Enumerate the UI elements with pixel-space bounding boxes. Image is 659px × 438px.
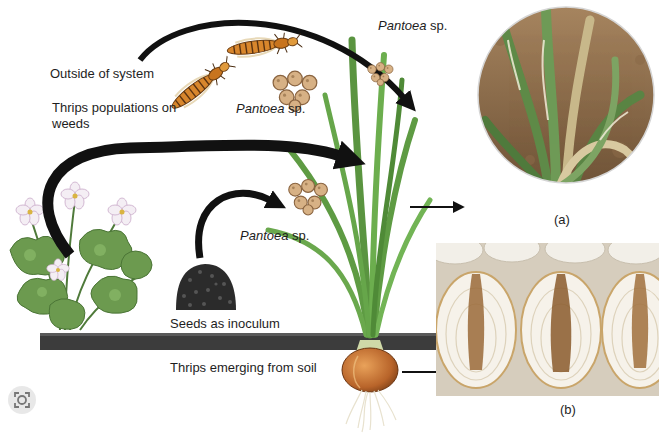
source-label: Thrips emerging from soil: [170, 360, 317, 376]
bacteria-cluster: [368, 63, 393, 86]
leaf-symptom-photo: [470, 0, 659, 190]
panel-letter: (a): [554, 212, 570, 228]
cycle-arrows: [48, 23, 462, 372]
panel-letter: (b): [560, 402, 576, 418]
lens-watermark: [8, 386, 36, 414]
thrips-insect: [166, 53, 237, 115]
pathogen-label: Pantoea sp.: [378, 18, 447, 34]
pathogen-label: Pantoea sp.: [240, 228, 309, 244]
source-label: Thrips populations on weeds: [52, 100, 182, 132]
thrips-insect: [226, 31, 303, 61]
source-label: Seeds as inoculum: [170, 316, 280, 332]
bacteria-cluster: [289, 180, 328, 215]
bulb-symptom-photo: [436, 243, 659, 396]
source-label: Outside of system: [50, 66, 154, 82]
weed-plant: [10, 182, 152, 330]
seed-pile: [176, 264, 236, 310]
pathogen-label: Pantoea sp.: [236, 101, 305, 117]
